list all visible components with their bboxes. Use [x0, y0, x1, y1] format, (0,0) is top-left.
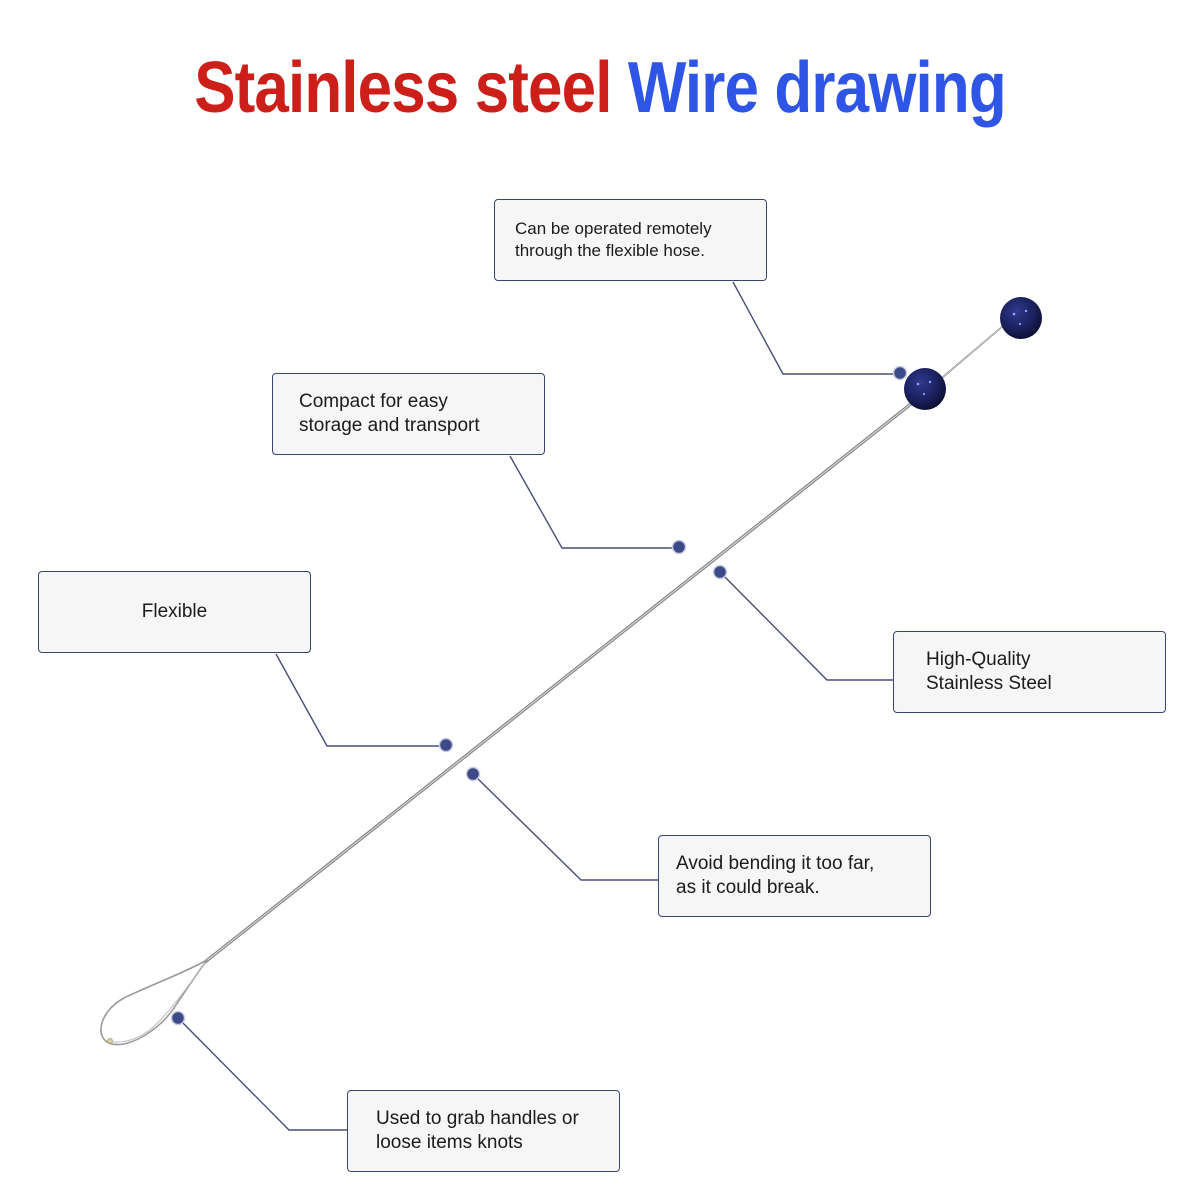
callout-avoid-text: Avoid bending it too far, as it could br…: [676, 853, 875, 898]
callout-remote-operation: Can be operated remotely through the fle…: [494, 199, 767, 281]
marker-remote: [892, 365, 908, 381]
page-title: Stainless steel Wire drawing: [84, 38, 1116, 138]
callout-grab-items: Used to grab handles or loose items knot…: [347, 1090, 620, 1172]
wire-rod: [204, 398, 917, 964]
callout-flexible-text: Flexible: [141, 601, 208, 622]
callout-flexible: Flexible: [38, 571, 311, 653]
callout-quality-text: High-Quality Stainless Steel: [926, 649, 1052, 694]
knob-upper: [1000, 297, 1042, 339]
wire-loop: [100, 959, 208, 1046]
marker-grab: [170, 1010, 186, 1026]
callout-compact-text: Compact for easy storage and transport: [299, 391, 480, 436]
marker-quality: [712, 564, 728, 580]
leader-line-compact: [509, 455, 679, 549]
knob-lower: [904, 368, 946, 410]
callout-avoid-bending: Avoid bending it too far, as it could br…: [658, 835, 931, 917]
marker-compact: [671, 539, 687, 555]
callout-high-quality: High-Quality Stainless Steel: [893, 631, 1166, 713]
marker-flexible: [438, 737, 454, 753]
leader-line-quality: [719, 571, 893, 681]
callout-grab-text: Used to grab handles or loose items knot…: [376, 1108, 579, 1153]
leader-line-flexible: [275, 653, 446, 747]
title-part-red: Stainless steel: [194, 48, 612, 128]
leader-lines: [177, 281, 900, 1131]
callout-remote-text: Can be operated remotely through the fle…: [515, 219, 712, 260]
marker-avoid: [465, 766, 481, 782]
callout-compact-storage: Compact for easy storage and transport: [272, 373, 545, 455]
leader-line-avoid: [472, 773, 658, 881]
leader-line-remote: [732, 281, 900, 375]
title-part-blue: Wire drawing: [627, 48, 1007, 128]
loop-crimp: [107, 1038, 113, 1044]
callout-markers: [170, 365, 908, 1026]
leader-line-grab: [177, 1017, 347, 1131]
